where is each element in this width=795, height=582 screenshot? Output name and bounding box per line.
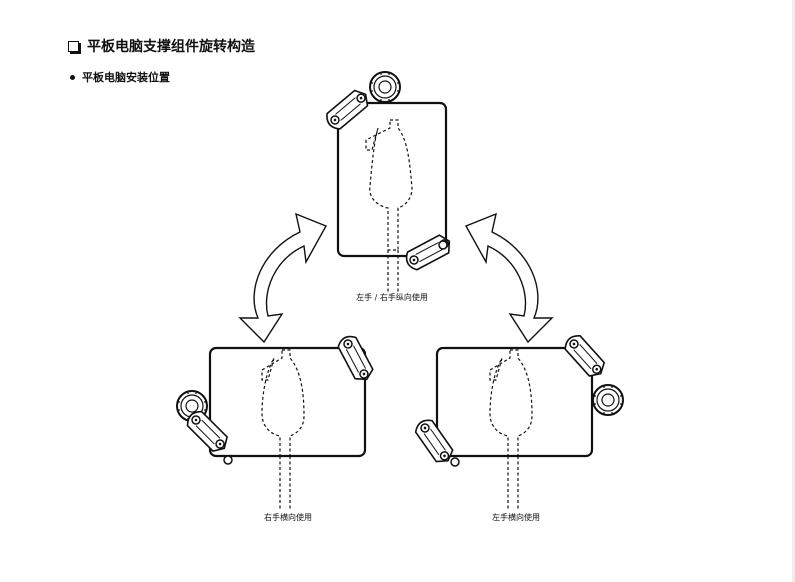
- tablet-landscape-right-hand: [176, 332, 377, 510]
- caption-landscape-right: 右手横向使用: [264, 513, 312, 522]
- page-edge: [792, 0, 795, 582]
- checkbox-icon: [68, 40, 79, 52]
- bullet-item: 平板电脑安装位置: [70, 69, 170, 85]
- bullet-icon: [70, 74, 75, 80]
- caption-landscape-left: 左手横向使用: [492, 513, 540, 522]
- caption-portrait: 左手 / 右手纵向使用: [356, 293, 428, 302]
- rotation-arrow-left: [238, 212, 327, 344]
- rotation-arrow-right: [465, 212, 554, 344]
- tablet-landscape-left-hand: [411, 331, 624, 510]
- tablet-portrait: [322, 71, 455, 292]
- section-heading: 平板电脑支撑组件旋转构造: [68, 36, 255, 56]
- bullet-item-text: 平板电脑安装位置: [82, 71, 170, 84]
- section-heading-text: 平板电脑支撑组件旋转构造: [87, 39, 255, 55]
